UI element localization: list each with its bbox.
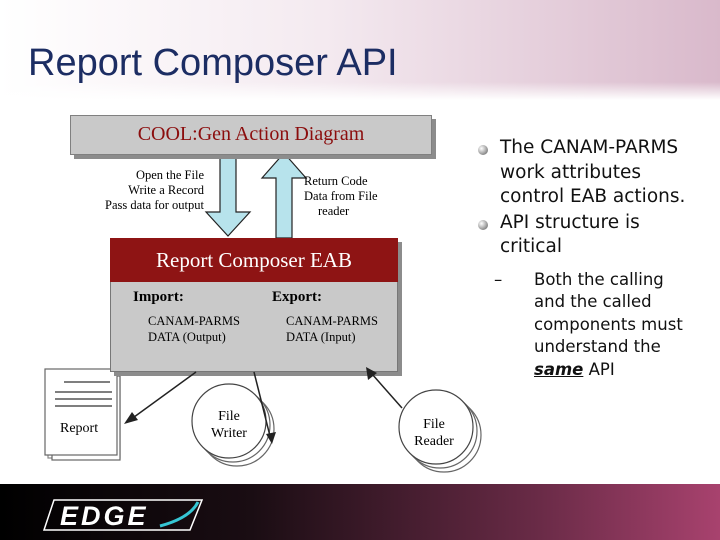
export-label: Export: [272, 289, 322, 305]
report-label: Report [60, 421, 99, 436]
arrow-eab-to-report [124, 371, 197, 424]
eab-title-bar: Report Composer EAB [110, 238, 398, 282]
arrow-eab-to-writer [253, 371, 276, 444]
bullet-list: The CANAM-PARMS work attributes control … [478, 136, 698, 381]
dash-icon: – [494, 269, 503, 289]
header-band [0, 0, 720, 100]
down-arrow-label: Open the File Write a Record Pass data f… [105, 168, 204, 212]
up-arrow-label: Return Code Data from File reader [304, 174, 378, 218]
import-label: Import: [133, 289, 184, 305]
action-diagram-box: COOL:Gen Action Diagram [70, 115, 432, 155]
edge-logo-text: EDGE [60, 501, 149, 531]
bullet-item: The CANAM-PARMS work attributes control … [478, 136, 698, 210]
file-writer-label: File Writer [211, 409, 247, 441]
report-icon [44, 368, 121, 461]
slide-title: Report Composer API [28, 42, 398, 84]
arrow-reader-to-eab [366, 367, 403, 409]
edge-logo: EDGE [42, 499, 204, 531]
bullet-icon [478, 145, 488, 155]
file-reader-label: File Reader [414, 417, 454, 449]
up-arrow [260, 152, 308, 239]
import-detail: CANAM-PARMS DATA (Output) [148, 314, 240, 344]
action-diagram-label: COOL:Gen Action Diagram [137, 123, 365, 145]
file-reader-icon [398, 389, 482, 473]
bullet-item: API structure is critical [478, 211, 698, 260]
sub-bullet-item: – Both the calling and the called compon… [494, 269, 683, 379]
emphasis-same: same [534, 359, 584, 379]
down-arrow [204, 152, 252, 237]
bullet-icon [478, 219, 488, 230]
eab-title: Report Composer EAB [156, 248, 352, 272]
export-detail: CANAM-PARMS DATA (Input) [286, 314, 378, 344]
file-writer-icon [191, 383, 275, 467]
